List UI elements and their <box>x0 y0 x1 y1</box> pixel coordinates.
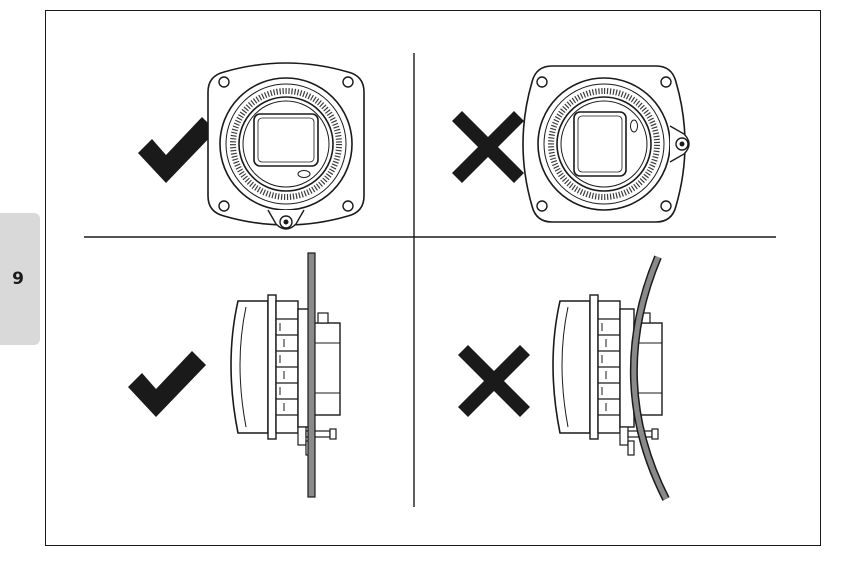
lamp-front-view-rotated <box>523 66 689 222</box>
check-icon <box>128 351 206 417</box>
panel-front-incorrect <box>452 66 689 222</box>
page-number: 9 <box>12 269 24 289</box>
figure-canvas <box>84 53 776 507</box>
curved-mounting-panel <box>631 256 669 501</box>
page-number-tab: 9 <box>0 213 40 345</box>
lamp-side-view <box>552 294 663 456</box>
panel-front-correct <box>138 63 364 229</box>
lamp-side-view <box>230 294 341 456</box>
flat-mounting-panel <box>307 252 316 498</box>
panel-side-incorrect <box>458 255 670 501</box>
cross-icon <box>452 111 524 183</box>
installation-figure <box>45 10 821 546</box>
check-icon <box>138 117 216 183</box>
panel-side-correct <box>128 252 341 498</box>
cross-icon <box>458 345 530 417</box>
lamp-front-view <box>208 63 364 229</box>
